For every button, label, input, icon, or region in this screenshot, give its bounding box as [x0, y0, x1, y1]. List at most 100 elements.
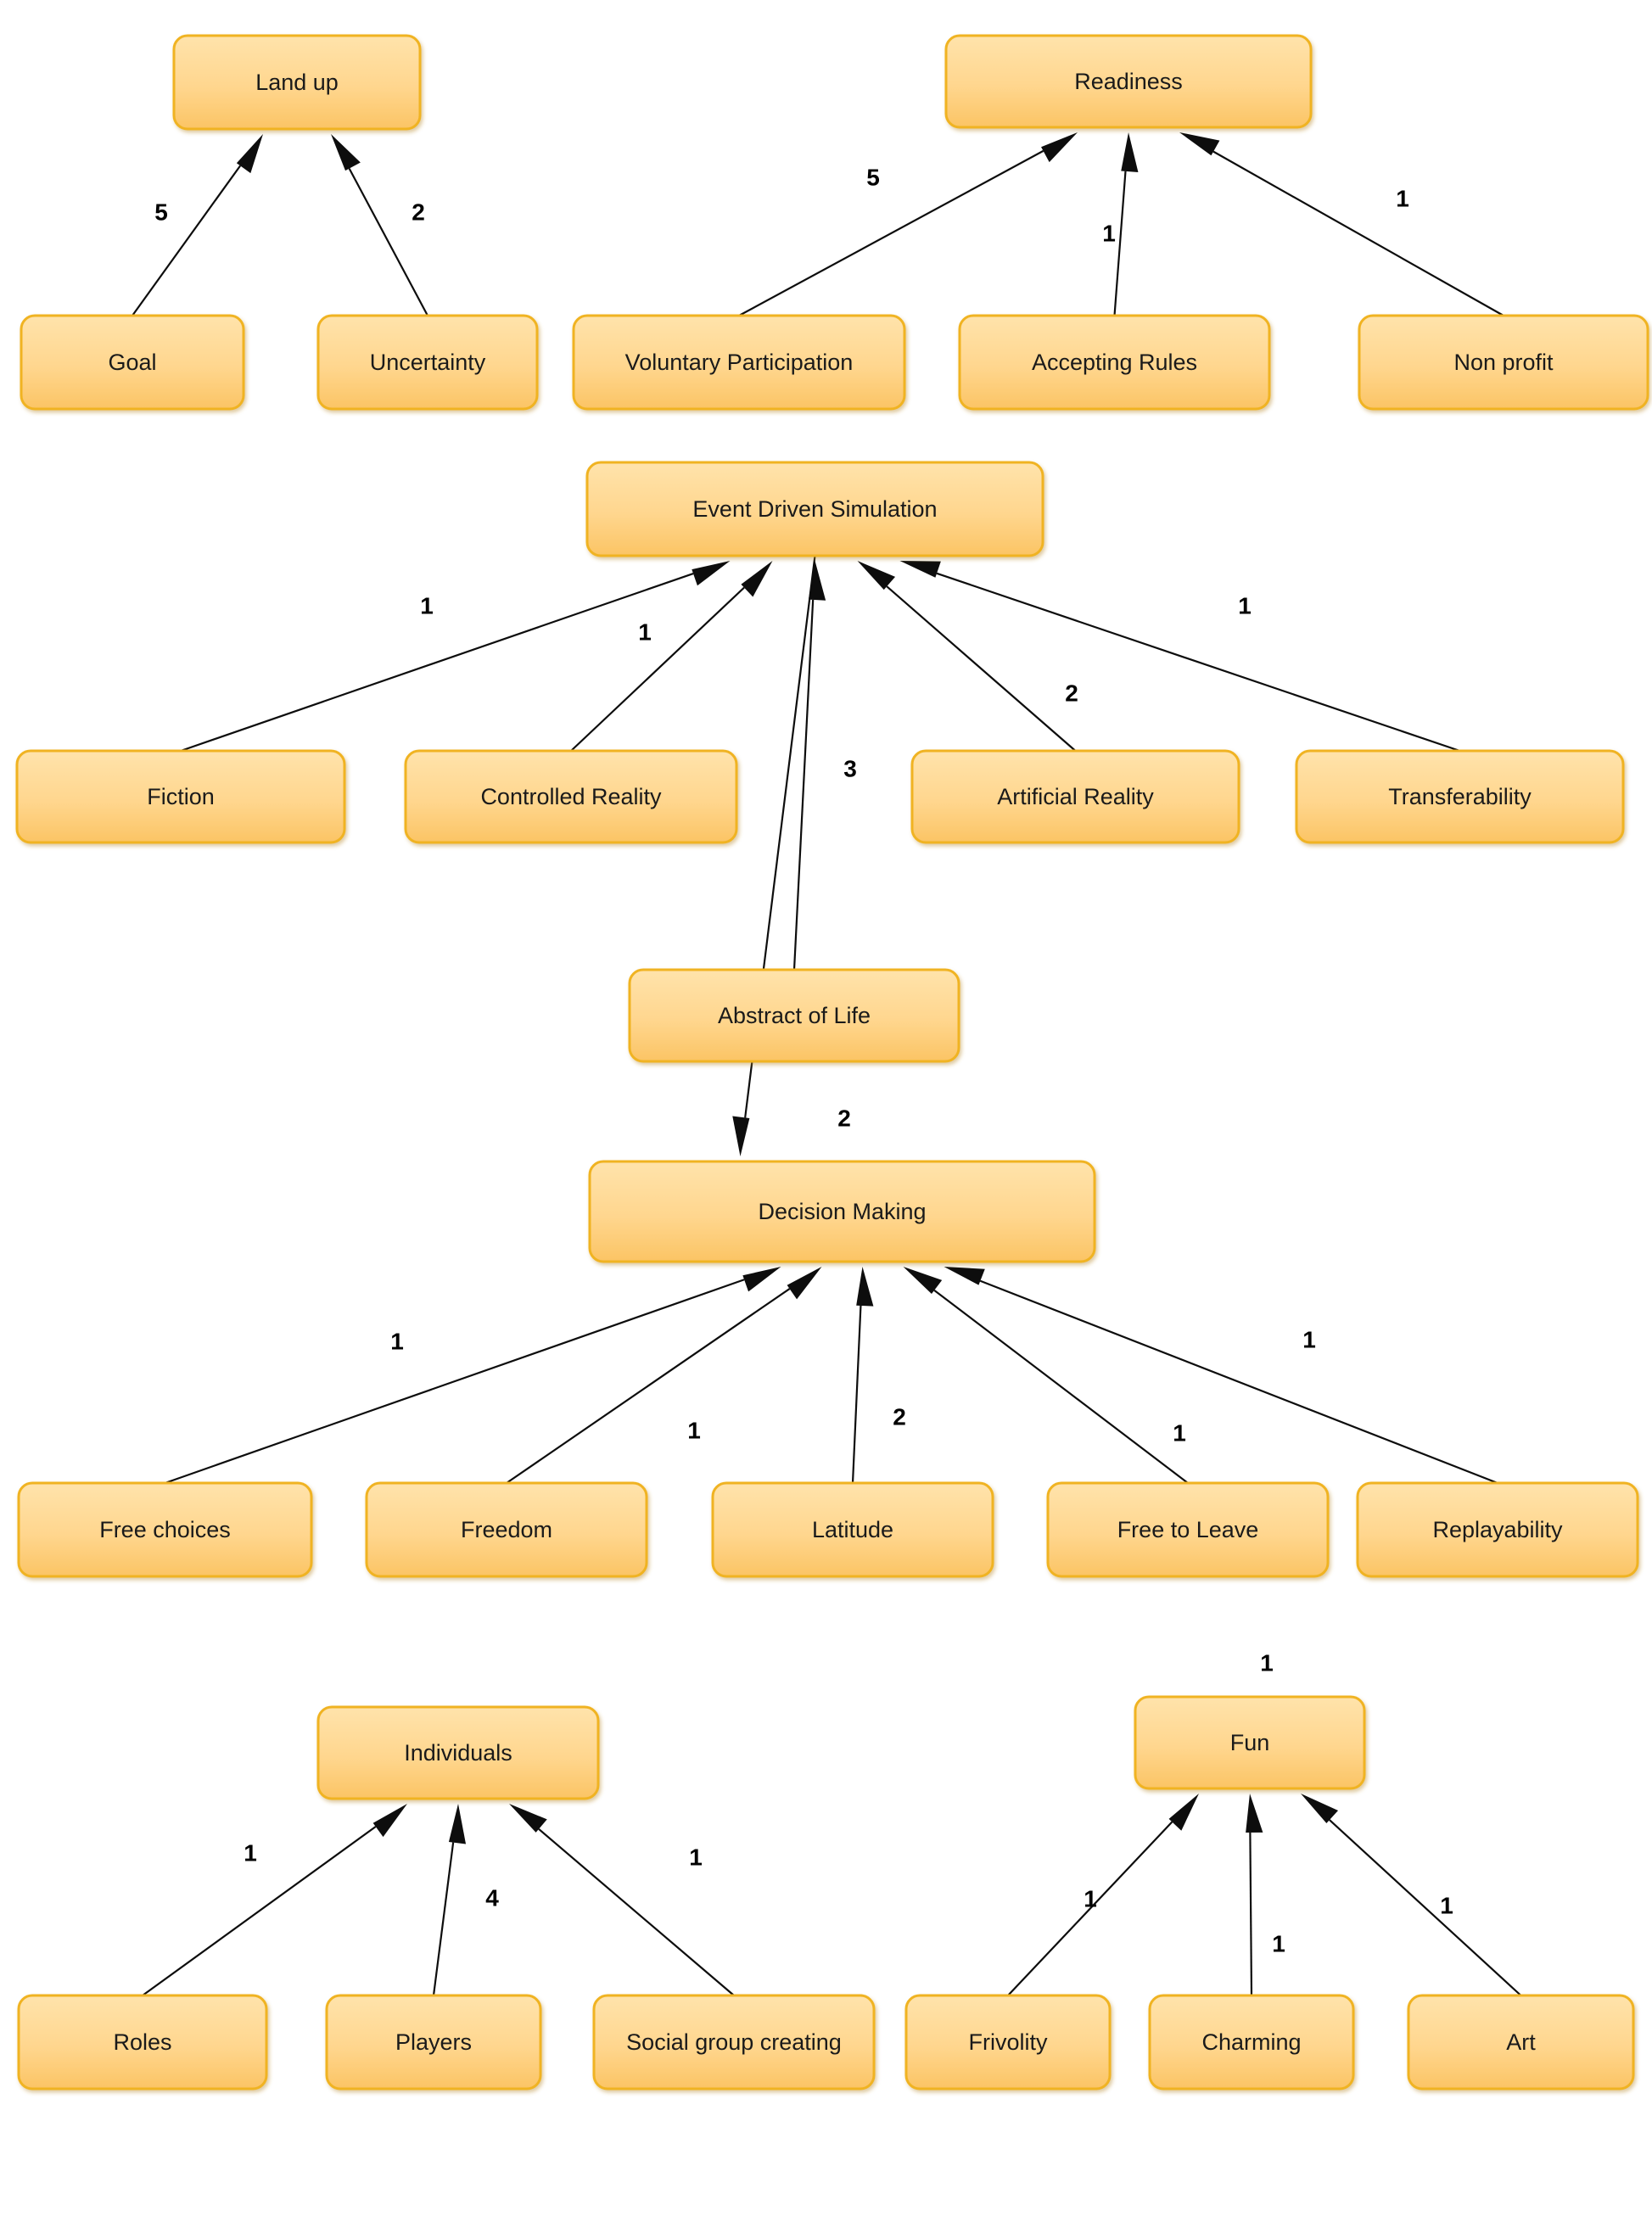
edge-arrowhead [741, 561, 773, 597]
edge-line [933, 1289, 1189, 1484]
node-non_profit[interactable]: Non profit [1358, 314, 1649, 411]
node-replayability[interactable]: Replayability [1356, 1481, 1639, 1578]
node-event_driven_simulation[interactable]: Event Driven Simulation [585, 461, 1044, 557]
node-label: Individuals [404, 1740, 512, 1766]
edge-line [851, 1305, 862, 1484]
edge-weight-label: 1 [1272, 1930, 1285, 1956]
edge-arrowhead [732, 1116, 750, 1156]
node-artificial_reality[interactable]: Artificial Reality [910, 749, 1240, 844]
node-free_choices[interactable]: Free choices [17, 1481, 313, 1578]
edge-arrowhead [857, 561, 896, 590]
node-box[interactable] [585, 461, 1044, 557]
edge-weight-label: 1 [689, 1844, 703, 1870]
edge-line [936, 572, 1460, 753]
edge-weight-label: 1 [1260, 1649, 1274, 1676]
node-roles[interactable]: Roles [17, 1994, 268, 2090]
edge-line [1007, 1821, 1173, 1996]
node-freedom[interactable]: Freedom [365, 1481, 648, 1578]
node-box[interactable] [592, 1994, 876, 2090]
edge-arrowhead [1301, 1794, 1339, 1823]
node-latitude[interactable]: Latitude [711, 1481, 994, 1578]
node-voluntary_participation[interactable]: Voluntary Participation [572, 314, 906, 411]
node-box[interactable] [20, 314, 245, 411]
node-box[interactable] [172, 34, 422, 131]
node-label: Charming [1201, 2029, 1301, 2055]
node-box[interactable] [572, 314, 906, 411]
edge-arrowhead [448, 1804, 467, 1844]
node-label: Roles [113, 2029, 171, 2055]
edge-line [538, 1828, 735, 1996]
node-box[interactable] [588, 1160, 1096, 1263]
node-readiness[interactable]: Readiness [944, 34, 1313, 129]
node-art[interactable]: Art [1407, 1994, 1635, 2090]
edge-weight-label: 1 [1440, 1892, 1453, 1918]
edge-arrowhead [944, 1267, 985, 1285]
edge-line [1212, 150, 1504, 316]
edge-line [348, 168, 428, 316]
node-box[interactable] [910, 749, 1240, 844]
node-abstract_of_life[interactable]: Abstract of Life [628, 968, 960, 1063]
edge-line [506, 1288, 791, 1484]
node-fiction[interactable]: Fiction [15, 749, 346, 844]
node-label: Freedom [461, 1517, 552, 1542]
node-box[interactable] [404, 749, 738, 844]
node-label: Abstract of Life [718, 1003, 871, 1028]
node-box[interactable] [1134, 1695, 1366, 1790]
node-box[interactable] [628, 968, 960, 1063]
node-frivolity[interactable]: Frivolity [904, 1994, 1112, 2090]
edge-line [792, 599, 815, 971]
node-transferability[interactable]: Transferability [1295, 749, 1625, 844]
node-box[interactable] [1295, 749, 1625, 844]
edge-line [432, 1842, 455, 1996]
edge-weight-label: 1 [1102, 220, 1116, 246]
node-box[interactable] [711, 1481, 994, 1578]
edge-arrowhead [1121, 132, 1139, 173]
node-social_group_creating[interactable]: Social group creating [592, 1994, 876, 2090]
node-label: Uncertainty [370, 350, 486, 375]
node-charming[interactable]: Charming [1148, 1994, 1355, 2090]
node-individuals[interactable]: Individuals [316, 1705, 600, 1800]
edge-weight-label: 4 [485, 1884, 499, 1911]
node-label: Controlled Reality [480, 784, 662, 809]
node-players[interactable]: Players [325, 1994, 542, 2090]
edge-arrowhead [903, 1267, 943, 1295]
node-box[interactable] [325, 1994, 542, 2090]
node-box[interactable] [365, 1481, 648, 1578]
node-label: Fun [1230, 1730, 1270, 1755]
node-box[interactable] [316, 314, 539, 411]
node-goal[interactable]: Goal [20, 314, 245, 411]
node-box[interactable] [17, 1994, 268, 2090]
node-box[interactable] [316, 1705, 600, 1800]
edge-arrowhead [1246, 1794, 1263, 1833]
edge-line [1329, 1819, 1522, 1996]
node-box[interactable] [958, 314, 1271, 411]
node-box[interactable] [904, 1994, 1112, 2090]
edge-arrowhead [1041, 132, 1078, 163]
edge-weight-label: 3 [843, 755, 857, 781]
node-label: Free choices [99, 1517, 231, 1542]
node-label: Art [1506, 2029, 1536, 2055]
edge-weight-label: 1 [1396, 185, 1409, 211]
node-box[interactable] [1356, 1481, 1639, 1578]
edge-arrowhead [856, 1267, 874, 1307]
node-decision_making[interactable]: Decision Making [588, 1160, 1096, 1263]
node-box[interactable] [1358, 314, 1649, 411]
node-fun[interactable]: Fun [1134, 1695, 1366, 1790]
node-box[interactable] [1148, 1994, 1355, 2090]
node-controlled_reality[interactable]: Controlled Reality [404, 749, 738, 844]
node-free_to_leave[interactable]: Free to Leave [1046, 1481, 1330, 1578]
node-box[interactable] [944, 34, 1313, 129]
node-accepting_rules[interactable]: Accepting Rules [958, 314, 1271, 411]
edge-arrowhead [692, 561, 731, 586]
edge-weight-label: 5 [154, 199, 168, 225]
edge-arrowhead [509, 1804, 547, 1833]
edge-weight-label: 2 [1065, 680, 1078, 706]
node-box[interactable] [17, 1481, 313, 1578]
node-land_up[interactable]: Land up [172, 34, 422, 131]
node-box[interactable] [1407, 1994, 1635, 2090]
node-uncertainty[interactable]: Uncertainty [316, 314, 539, 411]
node-box[interactable] [1046, 1481, 1330, 1578]
node-box[interactable] [15, 749, 346, 844]
